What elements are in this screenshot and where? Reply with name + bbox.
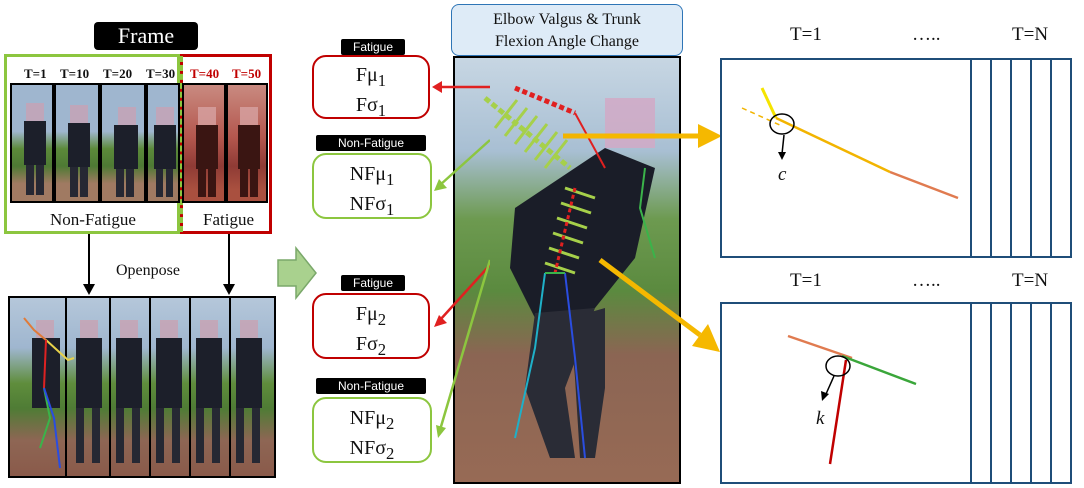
top-panel-frame: c: [720, 58, 972, 258]
fatigue-param-box-1: Fμ1 Fσ1: [312, 55, 430, 120]
top-panel-tn-label: T=N: [1012, 24, 1049, 45]
photo-to-panel-arrows: [580, 124, 722, 352]
frame-label: Frame: [94, 22, 198, 50]
stacked-frame: [1050, 58, 1072, 258]
non-fatigue-group-label: Non-Fatigue: [50, 210, 136, 229]
down-arrow-right: [223, 234, 235, 295]
process-arrow-icon: [277, 246, 317, 300]
non-fatigue-param-box-2: NFμ2 NFσ2: [312, 397, 432, 463]
stacked-frame: [990, 58, 1012, 258]
frame-thumbnail: [54, 83, 100, 203]
time-label-t20: T=20: [103, 66, 133, 81]
time-label-t50: T=50: [232, 66, 262, 81]
bottom-panel-dots: …..: [912, 270, 941, 291]
mu-symbol: Fμ: [355, 303, 378, 325]
bottom-panel-frame: k: [720, 302, 972, 484]
fatigue-param-box-2: Fμ2 Fσ2: [312, 293, 430, 359]
subscript: 1: [386, 200, 395, 219]
subscript: 2: [386, 444, 395, 463]
subscript: 1: [377, 71, 387, 90]
bottom-panel-symbol: k: [816, 408, 825, 429]
top-panel-t1-label: T=1: [790, 24, 822, 45]
sigma-symbol: Fσ: [355, 94, 378, 116]
stacked-frame: [990, 302, 1012, 484]
non-fatigue-tag-2: Non-Fatigue: [316, 378, 426, 394]
non-fatigue-tag-1: Non-Fatigue: [316, 135, 426, 151]
top-panel-symbol: c: [778, 164, 787, 185]
fatigue-tag-1: Fatigue: [341, 39, 405, 55]
frame-thumbnail: [100, 83, 146, 203]
time-label-t10: T=10: [60, 66, 90, 81]
frame-thumbnail: [146, 83, 180, 203]
stacked-frame: [1050, 302, 1072, 484]
sigma-symbol: NFσ: [349, 193, 387, 215]
group-divider-dashed: [180, 56, 183, 232]
bottom-panel-plot: [787, 334, 917, 465]
time-label-t40: T=40: [190, 66, 220, 81]
center-title-box: Elbow Valgus & Trunk Flexion Angle Chang…: [451, 4, 683, 56]
top-panel-dots: …..: [912, 24, 941, 45]
stacked-frame: [1030, 58, 1052, 258]
subscript: 1: [377, 101, 387, 120]
time-label-t30: T=30: [146, 66, 176, 81]
top-panel-stack: c: [720, 58, 1078, 258]
mu-symbol: NFμ: [349, 163, 386, 185]
mu-symbol: Fμ: [355, 64, 378, 86]
stacked-frame: [970, 58, 992, 258]
subscript: 2: [377, 310, 387, 329]
mu-symbol: NFμ: [349, 407, 386, 429]
stacked-frame: [1010, 302, 1032, 484]
subscript: 2: [385, 414, 395, 433]
frame-thumbnail: [10, 83, 54, 203]
openpose-label: Openpose: [116, 262, 180, 279]
frame-thumbnail: [226, 83, 268, 203]
sigma-symbol: Fσ: [355, 333, 378, 355]
non-fatigue-param-box-1: NFμ1 NFσ1: [312, 153, 432, 219]
bottom-panel-tn-label: T=N: [1012, 270, 1049, 291]
down-arrow-left: [83, 234, 95, 295]
openpose-skeleton-frames: [23, 298, 262, 476]
stacked-frame: [970, 302, 992, 484]
bottom-panel-stack: k: [720, 302, 1078, 484]
fatigue-group-label: Fatigue: [203, 210, 254, 229]
sigma-symbol: NFσ: [349, 437, 387, 459]
center-title-line-1: Elbow Valgus & Trunk: [493, 11, 641, 28]
subscript: 2: [377, 340, 387, 359]
openpose-frames-strip: [8, 296, 276, 478]
stacked-frame: [1010, 58, 1032, 258]
subscript: 1: [385, 170, 395, 189]
bottom-panel-t1-label: T=1: [790, 270, 822, 291]
photo-to-param-arrows: [432, 81, 490, 438]
frame-thumbnail: [182, 83, 226, 203]
top-panel-plot: [741, 87, 959, 200]
fatigue-tag-2: Fatigue: [341, 275, 405, 291]
center-title-line-2: Flexion Angle Change: [495, 33, 639, 50]
time-label-t1: T=1: [24, 66, 47, 81]
stacked-frame: [1030, 302, 1052, 484]
